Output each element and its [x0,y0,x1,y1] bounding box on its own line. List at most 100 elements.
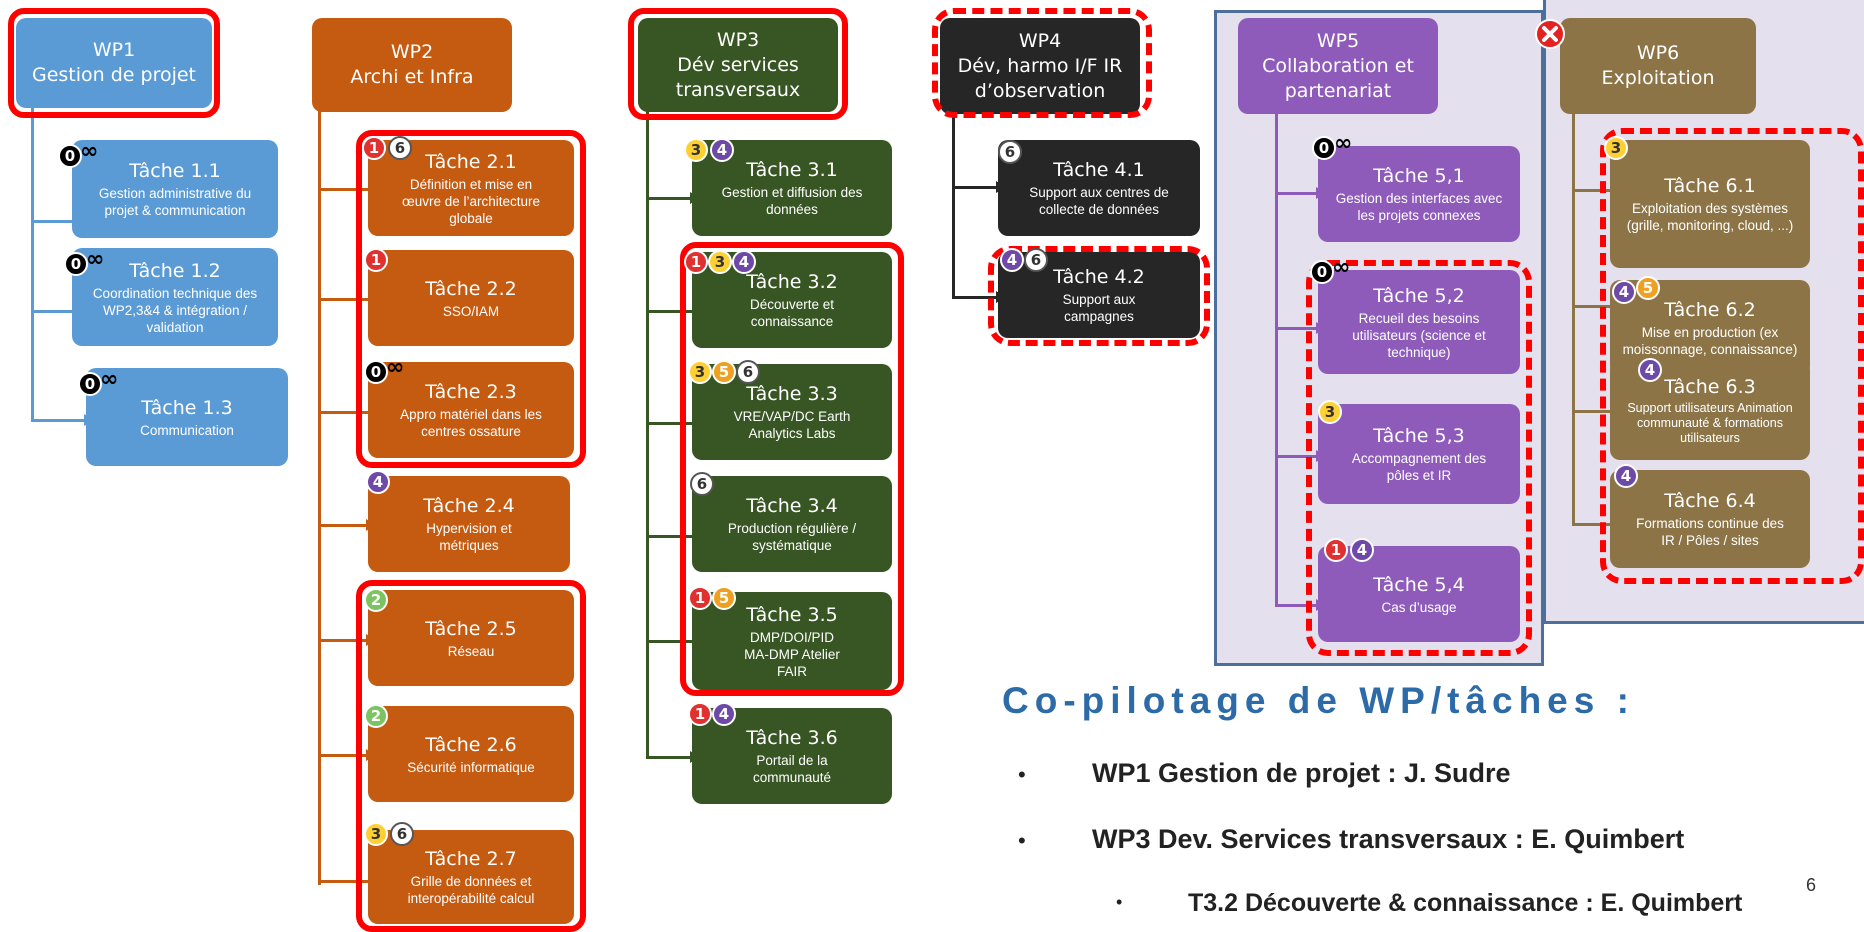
wp3-branch [646,310,692,313]
wp5-branch [1275,604,1317,607]
wp3-header[interactable]: WP3 Dév services transversaux [638,18,838,112]
badge-0: 0 [58,144,82,168]
badge-6: 6 [388,136,412,160]
task-description: Gestion administrative du projet & commu… [98,186,252,218]
wp6-branch [1572,410,1612,413]
wp1-subtitle: Gestion de projet [31,64,197,86]
badge-1: 1 [362,136,386,160]
badge-2: 2 [364,704,388,728]
task-title: Tâche 6.2 [1664,299,1756,321]
bullet-icon: • [1018,762,1026,787]
task-2-5[interactable]: Tâche 2.5 Réseau [368,590,574,686]
task-title: Tâche 3.5 [746,603,838,626]
task-title: Tâche 2.4 [423,495,515,517]
task-title: Tâche 3.1 [746,159,838,181]
badge-0: 0 [364,360,388,384]
highlight-wp6-tasks [1600,128,1864,584]
infinity-icon: ∞ [100,367,119,392]
badge-5: 5 [1636,276,1660,300]
task-description: Cas d’usage [1381,599,1457,615]
wp4-header[interactable]: WP4 Dév, harmo I/F IR d’observation [940,18,1140,114]
task-1-2[interactable]: Tâche 1.2 Coordination technique des WP2… [72,248,278,346]
task-title: Tâche 6.4 [1664,490,1756,512]
highlight-task-4-2 [988,246,1210,346]
infinity-icon: ∞ [386,355,405,380]
task-description: Support aux centres de collecte de donné… [1029,185,1169,217]
wp1-branch [31,419,85,422]
task-3-6[interactable]: Tâche 3.6 Portail de la communauté [692,708,892,804]
task-5-1[interactable]: Tâche 5,1 Gestion des interfaces avec le… [1318,146,1520,242]
wp2-title: WP2 [390,41,434,63]
copilot-item: T3.2 Découverte & connaissance : E. Quim… [1188,889,1743,917]
task-2-3[interactable]: Tâche 2.3 Appro matériel dans les centre… [368,362,574,458]
task-description: Production régulière / systématique [727,521,857,553]
badge-4: 4 [732,250,756,274]
wp2-branch [318,188,368,191]
wp6-branch [1572,523,1612,526]
badge-4: 4 [1350,538,1374,562]
task-3-4[interactable]: Tâche 3.4 Production régulière / systéma… [692,476,892,572]
task-4-1[interactable]: Tâche 4.1 Support aux centres de collect… [998,140,1200,236]
task-title: Tâche 4.2 [1053,266,1145,288]
wp2-branch [318,880,368,883]
wp2-branch [318,524,368,527]
task-1-1[interactable]: Tâche 1.1 Gestion administrative du proj… [72,140,278,238]
task-description: Découverte et connaissance [749,297,835,329]
task-title: Tâche 3.6 [746,727,838,749]
task-5-4[interactable]: Tâche 5,4 Cas d’usage [1318,546,1520,642]
wp3-branch [646,422,692,425]
wp3-title: WP3 [716,28,760,51]
badge-3: 3 [688,360,712,384]
highlight-wp3 [628,8,848,120]
task-title: Tâche 2.7 [425,848,517,870]
highlight-wp4 [932,8,1152,118]
task-6-1[interactable]: Tâche 6.1 Exploitation des systèmes (gri… [1610,140,1810,268]
badge-1: 1 [1324,538,1348,562]
task-2-2[interactable]: Tâche 2.2 SSO/IAM [368,250,574,346]
task-title: Tâche 1.2 [129,259,221,282]
task-description: Gestion et diffusion des données [721,185,863,217]
highlight-wp5-tasks-2-4 [1306,260,1532,656]
wp5-title: WP5 [1316,29,1360,52]
task-description: Support utilisateurs Animation communaut… [1627,400,1793,445]
task-1-3[interactable]: Tâche 1.3 Communication [86,368,288,466]
task-5-2[interactable]: Tâche 5,2 Recueil des besoins utilisateu… [1318,270,1520,374]
badge-0: 0 [64,252,88,276]
task-3-1[interactable]: Tâche 3.1 Gestion et diffusion des donné… [692,140,892,236]
infinity-icon: ∞ [1332,255,1351,280]
wp1-header[interactable]: WP1 Gestion de projet [16,18,212,108]
wp4-connector [952,112,955,297]
task-description: Support aux campagnes [1062,292,1136,324]
wp1-connector [31,98,34,420]
wp3-connector [646,110,649,758]
wp5-branch [1275,327,1317,330]
task-3-5[interactable]: Tâche 3.5 DMP/DOI/PID MA-DMP Atelier FAI… [692,592,892,690]
wp4-title: WP4 [1018,29,1062,52]
badge-1: 1 [688,702,712,726]
task-description: Sécurité informatique [407,759,535,775]
wp2-connector [318,110,321,885]
badge-3: 3 [1604,136,1628,160]
badge-3: 3 [684,138,708,162]
task-2-4[interactable]: Tâche 2.4 Hypervision et métriques [368,476,570,572]
task-5-3[interactable]: Tâche 5,3 Accompagnement des pôles et IR [1318,404,1520,504]
task-2-6[interactable]: Tâche 2.6 Sécurité informatique [368,706,574,802]
highlight-wp2-tasks-5-7 [356,580,586,932]
close-circle-icon [1535,19,1565,49]
wp2-branch [318,754,368,757]
task-description: Accompagnement des pôles et IR [1351,451,1487,483]
wp4-subtitle: Dév, harmo I/F IR d’observation [957,54,1123,102]
task-6-4[interactable]: Tâche 6.4 Formations continue des IR / P… [1610,470,1810,568]
bullet-icon: • [1116,892,1123,912]
task-title: Tâche 5,2 [1373,284,1465,307]
wp3-branch [646,197,692,200]
wp2-header[interactable]: WP2 Archi et Infra [312,18,512,112]
wp6-header[interactable]: WP6 Exploitation [1560,18,1756,114]
badge-6: 6 [690,472,714,496]
wp3-branch [646,640,692,643]
page-number: 6 [1806,875,1817,895]
task-title: Tâche 2.5 [425,617,517,640]
wp5-header[interactable]: WP5 Collaboration et partenariat [1238,18,1438,114]
task-title: Tâche 6.3 [1664,375,1756,398]
badge-6: 6 [1024,248,1048,272]
